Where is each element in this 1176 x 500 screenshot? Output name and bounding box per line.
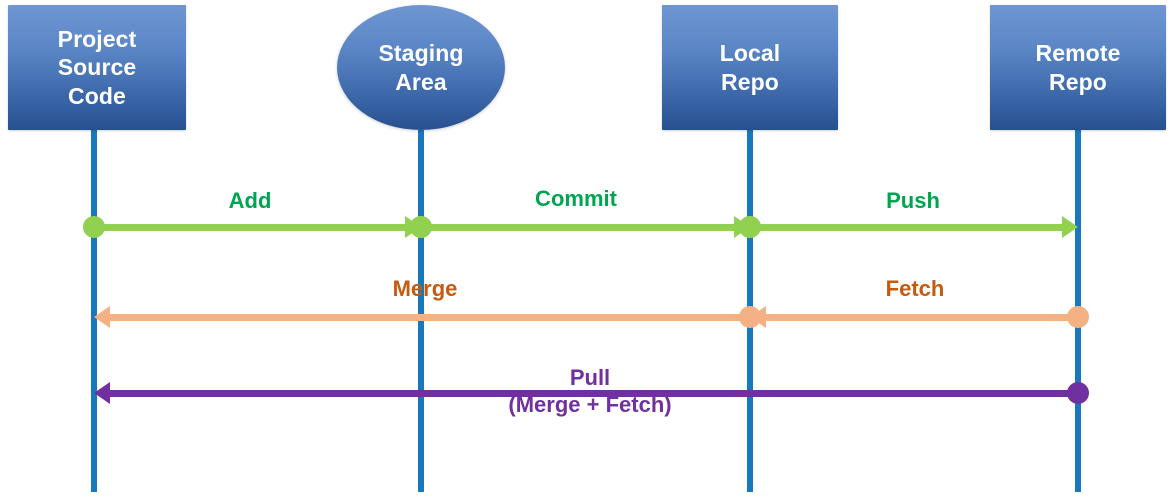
message-line-pull — [107, 390, 1078, 397]
message-source-dot-add — [83, 216, 105, 238]
message-line-fetch — [763, 314, 1078, 321]
message-label-pull: Pull — [569, 365, 611, 390]
message-source-dot-fetch — [1067, 306, 1089, 328]
message-arrowhead-fetch — [750, 306, 766, 328]
message-line-push — [750, 224, 1065, 231]
participant-label-local-repo: Local Repo — [719, 40, 781, 95]
message-arrowhead-push — [1062, 216, 1078, 238]
message-label-push: Push — [886, 188, 940, 213]
message-sublabel-pull: (Merge + Fetch) — [508, 392, 672, 417]
participant-staging-area[interactable]: Staging Area — [337, 5, 505, 130]
message-arrowhead-pull — [94, 382, 110, 404]
message-label-add: Add — [228, 188, 272, 213]
lifeline-staging-area — [418, 130, 424, 492]
message-line-add — [94, 224, 408, 231]
message-source-dot-pull — [1067, 382, 1089, 404]
participant-project-source-code[interactable]: Project Source Code — [8, 5, 186, 130]
participant-local-repo[interactable]: Local Repo — [662, 5, 838, 130]
participant-remote-repo[interactable]: Remote Repo — [990, 5, 1166, 130]
message-label-commit: Commit — [535, 186, 617, 211]
message-source-dot-push — [739, 216, 761, 238]
participant-label-staging-area: Staging Area — [378, 40, 464, 95]
participant-label-project-source-code: Project Source Code — [57, 26, 137, 109]
message-label-fetch: Fetch — [885, 276, 945, 301]
message-source-dot-commit — [410, 216, 432, 238]
message-line-merge — [107, 314, 750, 321]
message-label-merge: Merge — [392, 276, 458, 301]
message-arrowhead-merge — [94, 306, 110, 328]
participant-label-remote-repo: Remote Repo — [1035, 40, 1121, 95]
message-line-commit — [421, 224, 737, 231]
